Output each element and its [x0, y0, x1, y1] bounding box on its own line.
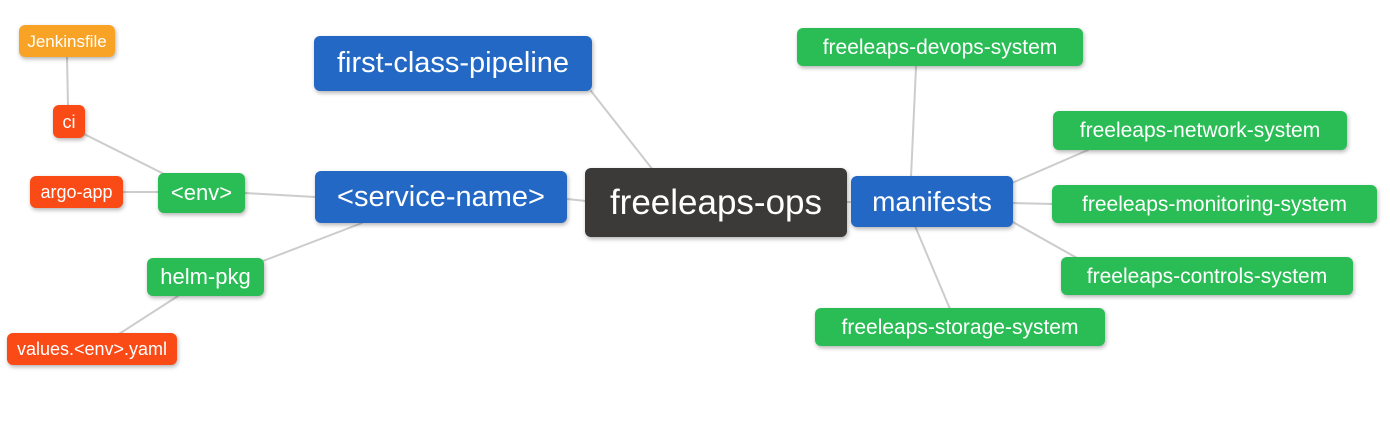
edge-helm-pkg-to-values-env-yaml [118, 295, 179, 335]
edge-manifests-to-monitoring-system [1011, 202, 1054, 205]
edge-first-class-pipeline-to-freeleaps-ops [590, 90, 654, 171]
node-controls-system[interactable]: freeleaps-controls-system [1061, 257, 1353, 295]
node-monitoring-system[interactable]: freeleaps-monitoring-system [1052, 185, 1377, 223]
node-helm-pkg[interactable]: helm-pkg [147, 258, 264, 296]
edge-manifests-to-network-system [1011, 149, 1089, 184]
edge-jenkinsfile-to-ci [66, 56, 69, 107]
edge-service-name-to-freeleaps-ops [566, 198, 587, 202]
node-values-env-yaml[interactable]: values.<env>.yaml [7, 333, 177, 365]
node-service-name[interactable]: <service-name> [315, 171, 567, 223]
node-devops-system[interactable]: freeleaps-devops-system [797, 28, 1083, 66]
node-jenkinsfile[interactable]: Jenkinsfile [19, 25, 115, 57]
edge-service-name-to-helm-pkg [262, 222, 363, 262]
node-freeleaps-ops[interactable]: freeleaps-ops [585, 168, 847, 237]
edge-env-to-service-name [244, 192, 316, 198]
edge-manifests-to-controls-system [1010, 220, 1078, 259]
edge-manifests-to-storage-system [914, 225, 951, 310]
node-first-class-pipeline[interactable]: first-class-pipeline [314, 36, 592, 91]
node-ci[interactable]: ci [53, 105, 85, 138]
edge-ci-to-env [83, 133, 171, 178]
node-manifests[interactable]: manifests [851, 176, 1013, 227]
edge-manifests-to-devops-system [910, 66, 917, 178]
node-network-system[interactable]: freeleaps-network-system [1053, 111, 1347, 150]
node-argo-app[interactable]: argo-app [30, 176, 123, 208]
node-storage-system[interactable]: freeleaps-storage-system [815, 308, 1105, 346]
node-env[interactable]: <env> [158, 173, 245, 213]
